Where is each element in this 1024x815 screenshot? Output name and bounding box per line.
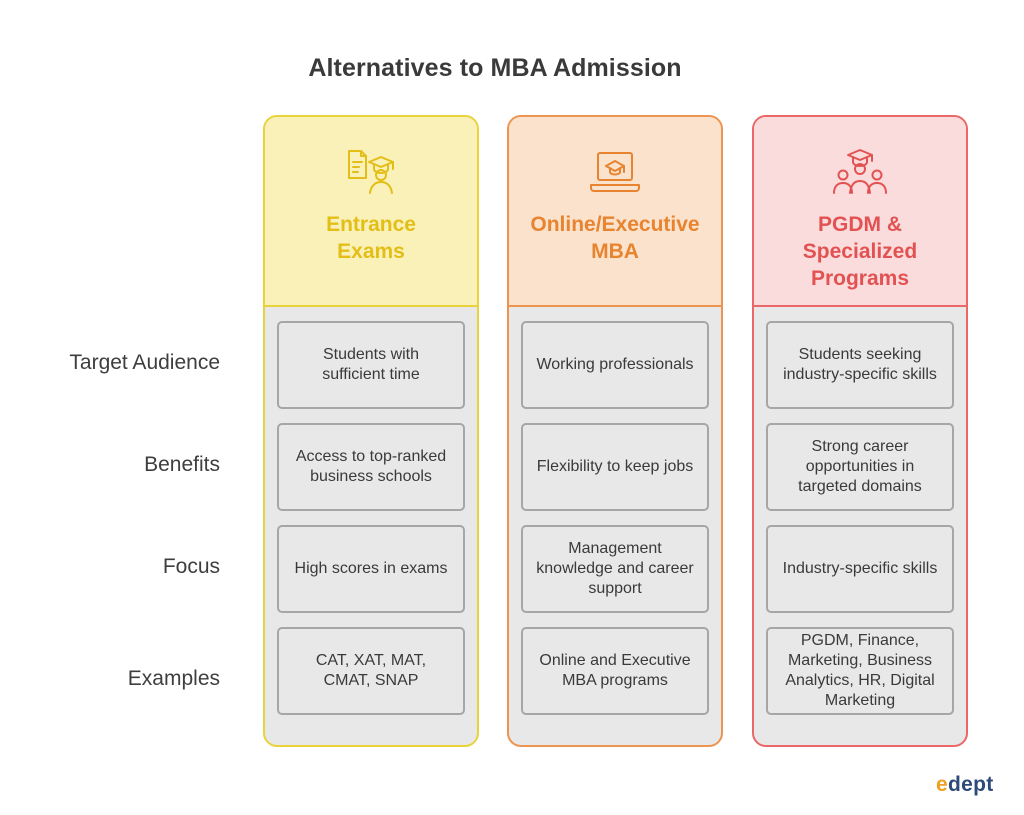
cell-2-1: Strong career opportunities in targeted … — [766, 423, 954, 511]
cell-text: Working professionals — [536, 356, 694, 373]
graduate-group-icon — [832, 147, 888, 197]
cell-text: Strong career opportunities in targeted … — [798, 438, 922, 495]
cell-1-2: Management knowledge and career support — [521, 525, 709, 613]
cell-1-3: Online and Executive MBA programs — [521, 627, 709, 715]
cell-0-2: High scores in exams — [277, 525, 465, 613]
cell-text: Industry-specific skills — [782, 560, 938, 577]
column-title-line: Specialized — [802, 240, 918, 263]
exam-document-student-icon — [343, 147, 399, 197]
row-label-3: Examples — [127, 667, 220, 690]
column-title-line: PGDM & — [818, 213, 902, 236]
cell-1-0: Working professionals — [521, 321, 709, 409]
row-label-2: Focus — [162, 555, 220, 578]
logo-mark: e — [936, 773, 948, 796]
column-title-line: Exams — [337, 240, 405, 263]
cell-1-1: Flexibility to keep jobs — [521, 423, 709, 511]
brand-logo: edept — [936, 773, 994, 797]
logo-text: dept — [947, 773, 994, 796]
cell-text: Flexibility to keep jobs — [536, 458, 694, 475]
cell-text: PGDM, Finance, Marketing, Business Analy… — [785, 632, 935, 709]
cell-text: Students with sufficient time — [322, 346, 420, 383]
cell-0-0: Students with sufficient time — [277, 321, 465, 409]
cell-text: Access to top-ranked business schools — [295, 448, 447, 485]
cell-2-3: PGDM, Finance, Marketing, Business Analy… — [766, 627, 954, 715]
cell-text: High scores in exams — [294, 560, 448, 577]
diagram-title: Alternatives to MBA Admission — [308, 54, 682, 82]
cell-2-2: Industry-specific skills — [766, 525, 954, 613]
cell-2-0: Students seeking industry-specific skill… — [766, 321, 954, 409]
cell-0-1: Access to top-ranked business schools — [277, 423, 465, 511]
cell-text: Students seeking industry-specific skill… — [783, 346, 937, 383]
cell-text: Management knowledge and career support — [536, 540, 694, 597]
cell-0-3: CAT, XAT, MAT, CMAT, SNAP — [277, 627, 465, 715]
column-title-line: Entrance — [326, 213, 416, 236]
row-label-1: Benefits — [144, 453, 220, 476]
row-label-0: Target Audience — [69, 351, 220, 374]
cell-text: CAT, XAT, MAT, CMAT, SNAP — [315, 652, 427, 689]
column-title-line: MBA — [591, 240, 639, 263]
laptop-graduation-cap-icon — [587, 147, 643, 197]
column-title-line: Programs — [810, 267, 910, 290]
column-title-line: Online/Executive — [530, 213, 700, 236]
cell-text: Online and Executive MBA programs — [539, 652, 691, 689]
